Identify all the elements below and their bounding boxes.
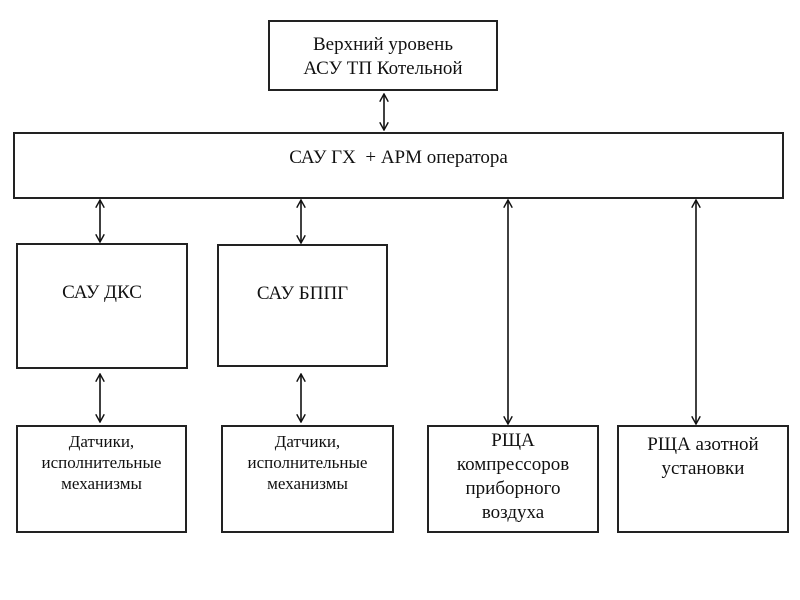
node-label-line: компрессоров xyxy=(456,454,570,475)
node-label-line: САУ БППГ xyxy=(256,283,349,304)
node-label-line: АСУ ТП Котельной xyxy=(303,58,463,79)
node-label-line: РЩА xyxy=(491,430,535,451)
node-label-line: Датчики, xyxy=(274,432,341,451)
node-label-line: установки xyxy=(661,458,745,479)
node-label-line: Датчики, xyxy=(68,432,135,451)
node-rshcha-nitrogen-unit: РЩА азотной установки xyxy=(617,425,789,533)
node-rshcha-compressors: РЩА компрессоров приборного воздуха xyxy=(427,425,599,533)
node-label-line: САУ ГХ + АРМ оператора xyxy=(289,147,508,168)
node-sensors-actuators-bppg: Датчики, исполнительные механизмы xyxy=(221,425,394,533)
node-label-line: РЩА азотной xyxy=(647,434,759,455)
node-label-line: приборного xyxy=(465,478,561,499)
node-sau-gh-arm: САУ ГХ + АРМ оператора xyxy=(13,132,784,199)
node-label-line: САУ ДКС xyxy=(62,282,142,303)
node-label-line: Верхний уровень xyxy=(313,34,453,55)
node-sau-bppg: САУ БППГ xyxy=(217,244,388,367)
node-label-line: исполнительные xyxy=(247,453,368,472)
node-sensors-actuators-dks: Датчики, исполнительные механизмы xyxy=(16,425,187,533)
node-sau-dks: САУ ДКС xyxy=(16,243,188,369)
node-label-line: исполнительные xyxy=(41,453,162,472)
node-label-line: механизмы xyxy=(267,474,348,493)
node-label-line: воздуха xyxy=(481,502,545,523)
node-label-line: механизмы xyxy=(61,474,142,493)
node-top-level-asu: Верхний уровень АСУ ТП Котельной xyxy=(268,20,498,91)
